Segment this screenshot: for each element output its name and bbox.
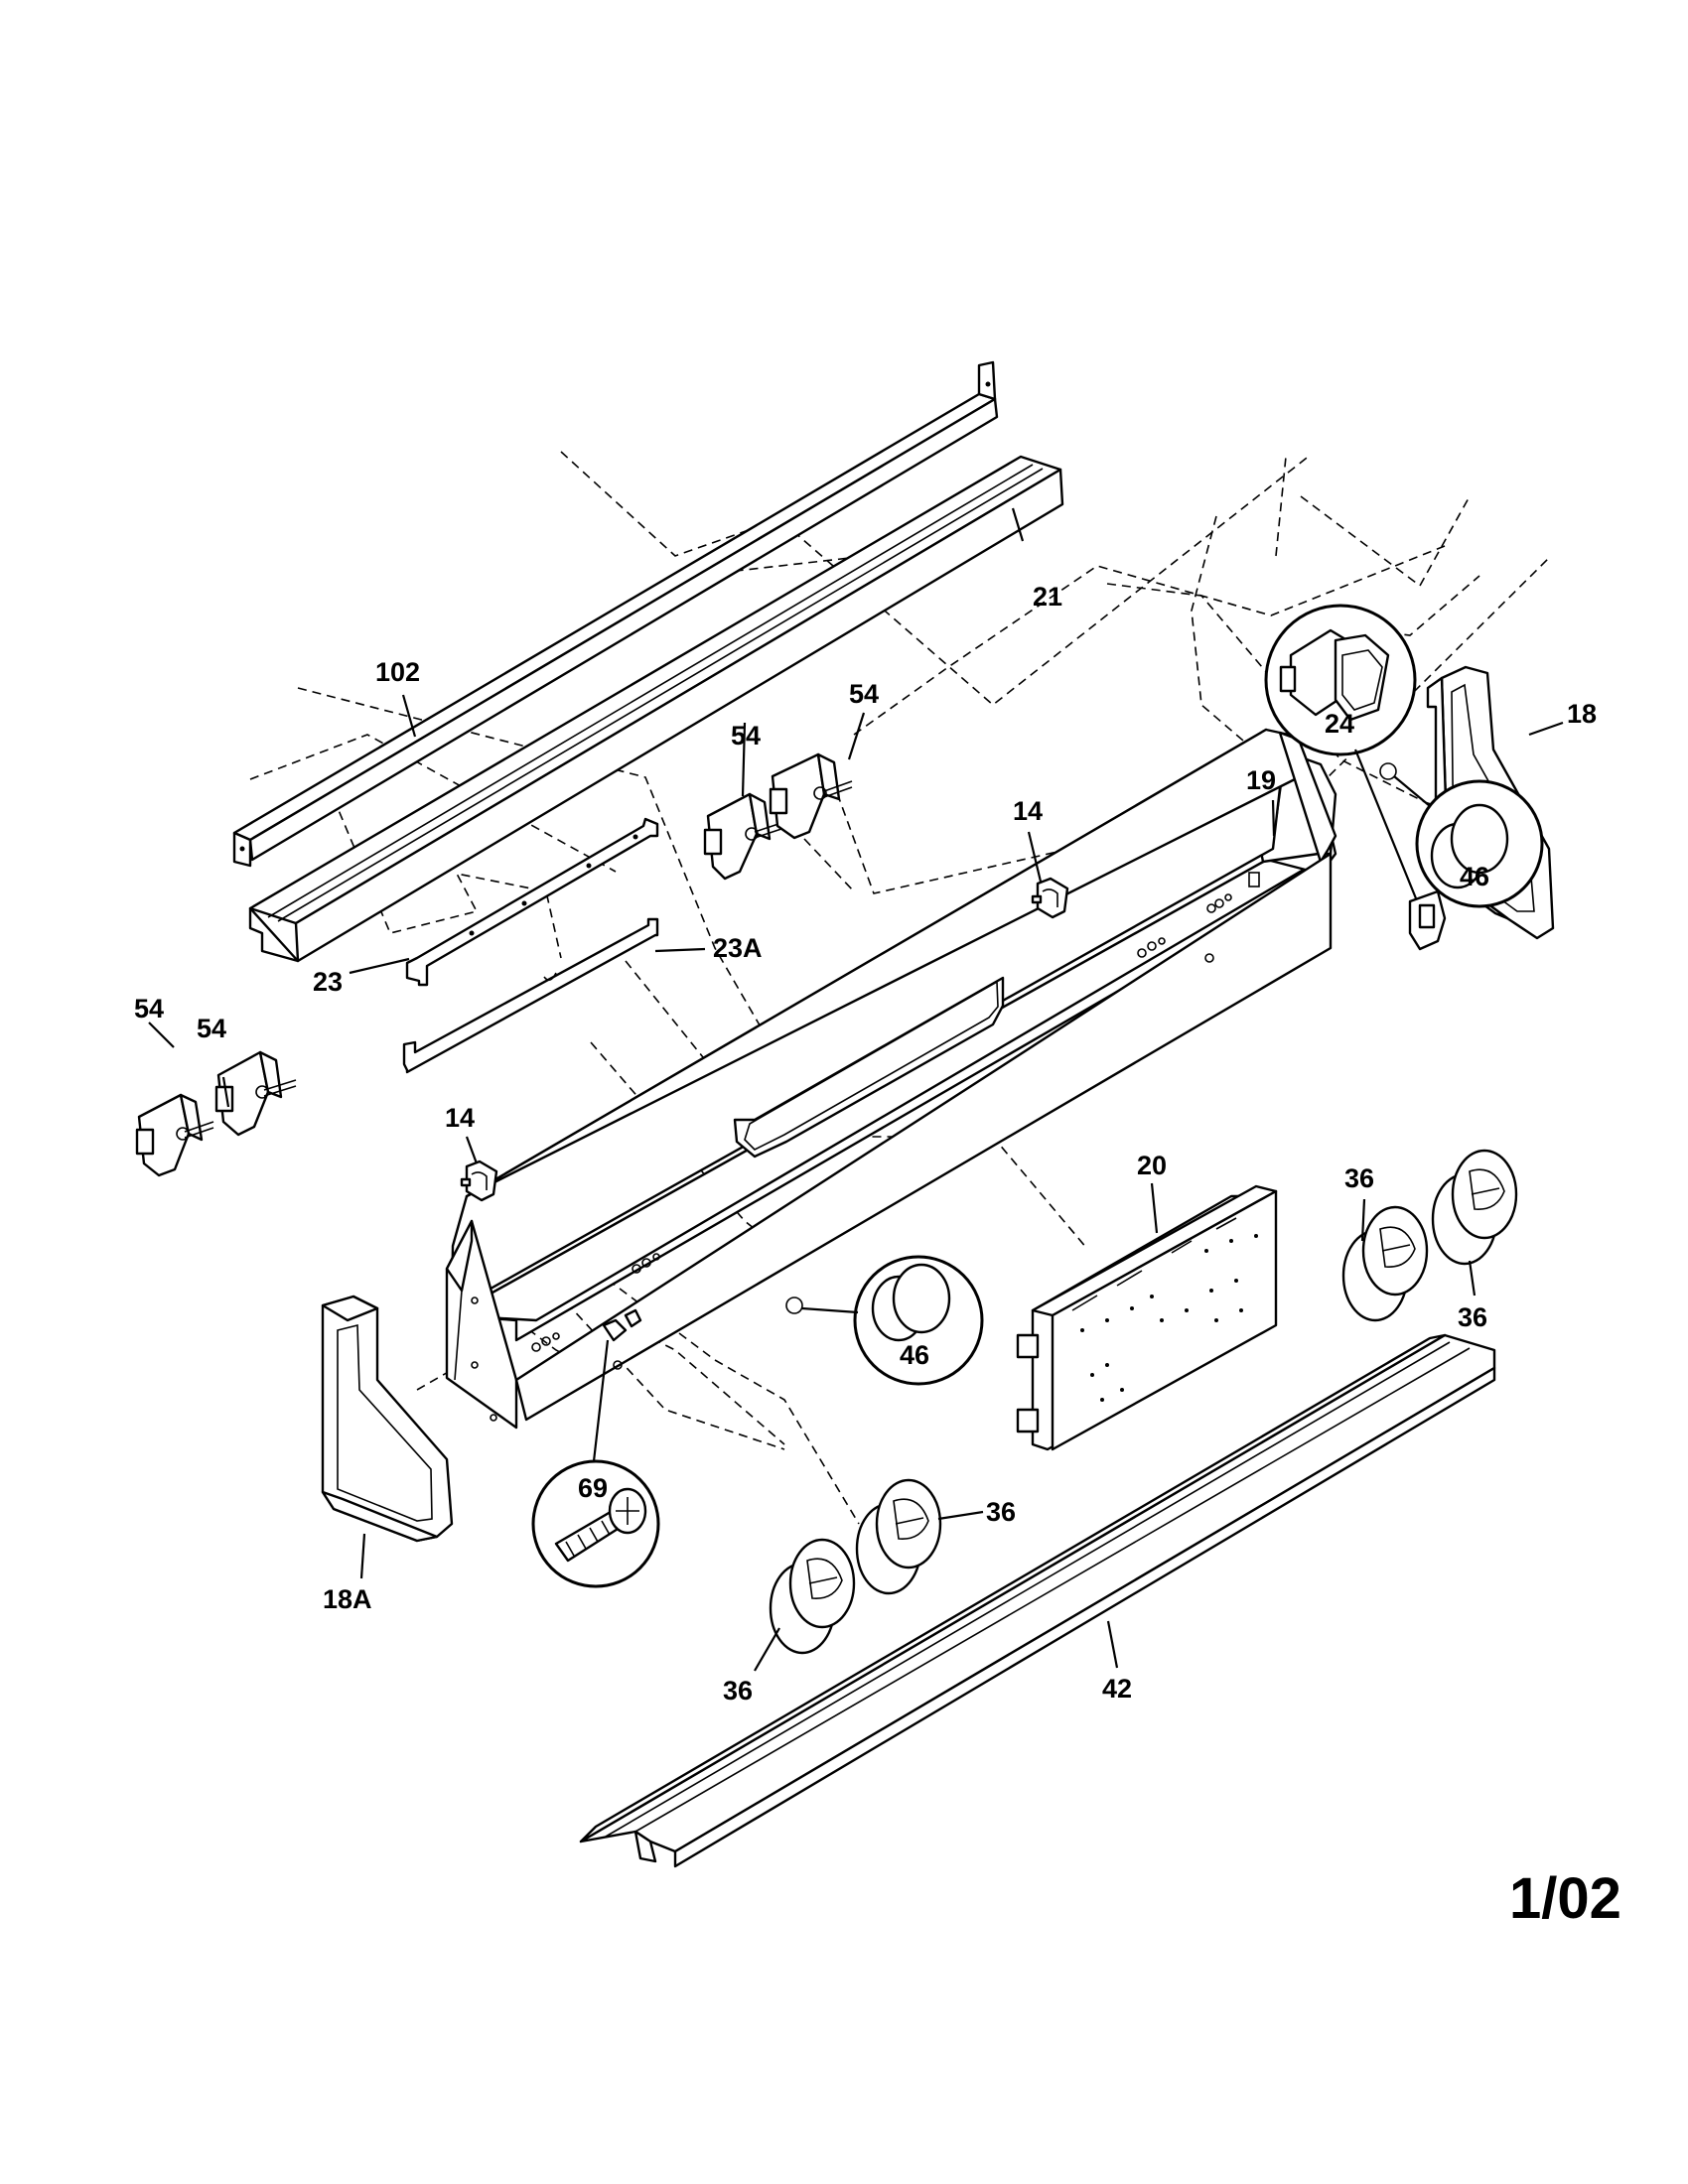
part-14-clip-lower <box>460 1160 498 1202</box>
page-identifier: 1/02 <box>1509 1866 1621 1931</box>
part-42-bottom-trim <box>579 1333 1496 1868</box>
part-24-rocker-switch <box>1264 604 1447 951</box>
label-19: 19 <box>1246 765 1276 795</box>
label-54-left-a: 54 <box>134 994 164 1024</box>
label-36-lower-a: 36 <box>986 1497 1016 1527</box>
label-54-left-b: 54 <box>197 1014 226 1043</box>
part-102-top-bracket <box>232 360 999 868</box>
part-54-switch-a <box>703 792 785 881</box>
part-14-clip-upper <box>1031 877 1069 919</box>
label-54-upper-b: 54 <box>849 679 879 709</box>
label-18: 18 <box>1567 699 1597 729</box>
label-36-upper-b: 36 <box>1458 1302 1487 1332</box>
label-21: 21 <box>1033 582 1062 612</box>
label-20: 20 <box>1137 1151 1167 1180</box>
label-102: 102 <box>375 657 420 687</box>
leader-lines <box>148 507 1564 1672</box>
label-36-upper-a: 36 <box>1344 1163 1374 1193</box>
part-19-console-panel <box>445 728 1337 1430</box>
label-69: 69 <box>578 1473 608 1503</box>
label-23: 23 <box>313 967 343 997</box>
label-46-lower: 46 <box>900 1340 929 1370</box>
part-labels: 102 21 24 18 54 54 14 19 23 23A 46 54 54… <box>134 582 1597 1706</box>
label-54-upper-a: 54 <box>731 721 761 751</box>
part-46-cap-lower <box>785 1255 984 1386</box>
part-18a-left-endcap <box>321 1295 454 1543</box>
label-14-lower: 14 <box>445 1103 475 1133</box>
part-21-channel <box>248 455 1064 963</box>
part-54-switch-c <box>135 1093 214 1177</box>
part-23a-bracket-strip <box>402 917 659 1074</box>
part-36-knob-d <box>769 1538 856 1655</box>
part-54-switch-d <box>214 1050 297 1137</box>
part-54-switch-b <box>769 752 853 840</box>
part-20-electronic-control <box>1016 1184 1278 1451</box>
label-42: 42 <box>1102 1674 1132 1704</box>
part-69-screw <box>531 1308 660 1588</box>
part-46-cap-upper <box>1379 762 1544 908</box>
label-36-lower-b: 36 <box>723 1676 753 1706</box>
label-46-upper: 46 <box>1460 862 1489 891</box>
part-36-knob-b <box>1431 1149 1518 1266</box>
part-36-knob-c <box>855 1478 942 1595</box>
part-36-knob-a <box>1341 1205 1429 1322</box>
label-23a: 23A <box>713 933 763 963</box>
label-24: 24 <box>1325 709 1354 739</box>
label-18a: 18A <box>323 1584 372 1614</box>
label-14-upper: 14 <box>1013 796 1043 826</box>
part-23-bracket-strip <box>405 817 659 987</box>
